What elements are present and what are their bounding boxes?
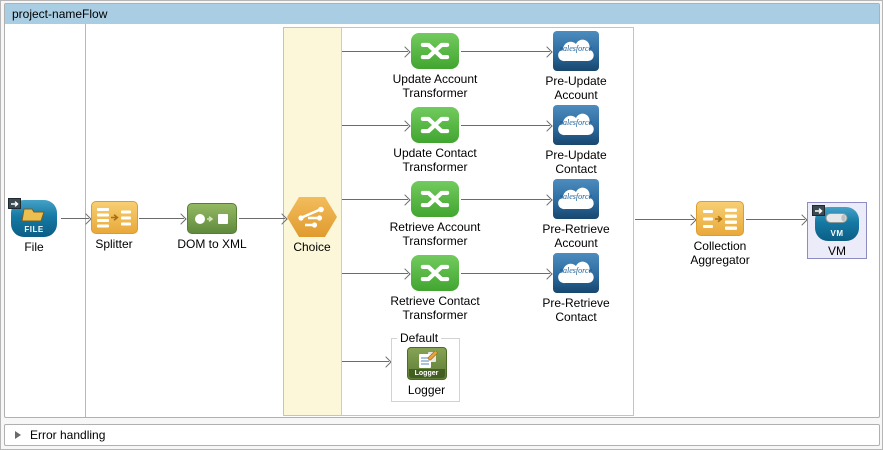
flow-arrow	[239, 218, 285, 219]
node-salesforce-3[interactable]: salesforce Pre-Retrieve Account	[531, 179, 621, 250]
salesforce-icon-text: salesforce	[559, 118, 593, 127]
cloud-glyph	[558, 187, 594, 210]
flow-arrow	[746, 219, 805, 220]
transformer-icon[interactable]	[411, 33, 459, 69]
salesforce-icon[interactable]: salesforce	[553, 253, 599, 293]
arrow-glyph	[10, 200, 19, 207]
cloud-glyph	[558, 261, 594, 284]
flow-arrow	[461, 273, 550, 274]
node-label: File	[24, 240, 44, 254]
node-salesforce-4[interactable]: salesforce Pre-Retrieve Contact	[531, 253, 621, 324]
node-label: Choice	[293, 240, 331, 254]
choice-icon[interactable]	[287, 197, 337, 237]
branch-arrow	[342, 51, 408, 52]
salesforce-icon[interactable]: salesforce	[553, 179, 599, 219]
vm-icon[interactable]: VM	[812, 205, 859, 241]
node-transformer-1[interactable]: Update Account Transformer	[375, 33, 495, 100]
flow-header[interactable]: project-nameFlow	[5, 4, 879, 24]
branch-arrow	[342, 273, 408, 274]
cloud-glyph	[558, 39, 594, 62]
salesforce-icon-text: salesforce	[559, 44, 593, 53]
salesforce-icon-text: salesforce	[559, 192, 593, 201]
flow-arrow	[139, 218, 184, 219]
error-handling-bar[interactable]: Error handling	[4, 424, 880, 446]
cloud-glyph	[558, 113, 594, 136]
salesforce-icon-text: salesforce	[559, 266, 593, 275]
error-handling-label: Error handling	[30, 428, 106, 442]
shuffle-glyph	[420, 190, 450, 208]
salesforce-icon[interactable]: salesforce	[553, 31, 599, 71]
logger-icon[interactable]: Logger	[406, 347, 447, 380]
default-branch-box[interactable]: Default Logger Logger	[391, 331, 460, 402]
node-label: DOM to XML	[177, 237, 247, 251]
flow-arrow	[461, 125, 550, 126]
expander-triangle-icon[interactable]	[15, 431, 21, 439]
transformer-icon[interactable]	[411, 181, 459, 217]
transformer-icon[interactable]	[411, 255, 459, 291]
file-icon[interactable]: FILE	[8, 198, 57, 237]
node-transformer-4[interactable]: Retrieve Contact Transformer	[375, 255, 495, 322]
flow-arrow	[461, 199, 550, 200]
default-branch-label: Default	[397, 331, 442, 345]
node-label: Logger	[407, 383, 446, 397]
flow-title: project-nameFlow	[12, 7, 108, 21]
node-label: Retrieve Account Transformer	[389, 220, 481, 248]
flow-arrow	[461, 51, 550, 52]
flow-start-badge-icon	[8, 198, 21, 209]
dom-to-xml-icon[interactable]	[187, 203, 237, 234]
node-label: Update Account Transformer	[392, 72, 478, 100]
branch-arrow	[342, 361, 389, 362]
choice-glyph	[298, 206, 324, 228]
flow-arrow	[61, 218, 89, 219]
node-transformer-3[interactable]: Retrieve Account Transformer	[375, 181, 495, 248]
splitter-icon[interactable]	[90, 201, 138, 234]
arrow-glyph	[814, 207, 823, 214]
node-dom-to-xml[interactable]: DOM to XML	[162, 203, 262, 251]
logger-icon-text: Logger	[408, 369, 445, 378]
node-file[interactable]: FILE File	[1, 198, 67, 254]
folder-glyph	[21, 208, 45, 222]
vm-icon-text: VM	[830, 229, 844, 238]
cylinder-glyph	[825, 213, 848, 223]
node-label: Pre-Retrieve Contact	[542, 296, 610, 324]
node-vm-selected[interactable]: VM VM	[807, 202, 867, 259]
node-splitter[interactable]: Splitter	[79, 201, 149, 251]
salesforce-icon[interactable]: salesforce	[553, 105, 599, 145]
node-label: Collection Aggregator	[690, 239, 750, 267]
node-label: Splitter	[95, 237, 133, 251]
node-choice[interactable]: Choice	[277, 197, 347, 254]
node-collection-aggregator[interactable]: Collection Aggregator	[680, 201, 760, 267]
node-label: Retrieve Contact Transformer	[390, 294, 480, 322]
aggregator-glyph	[703, 208, 737, 230]
transformer-icon[interactable]	[411, 107, 459, 143]
node-transformer-2[interactable]: Update Contact Transformer	[375, 107, 495, 174]
branch-arrow	[342, 199, 408, 200]
transform-glyph	[195, 213, 228, 224]
splitter-glyph	[97, 207, 131, 227]
shuffle-glyph	[420, 42, 450, 60]
collection-aggregator-icon[interactable]	[696, 201, 744, 236]
shuffle-glyph	[420, 116, 450, 134]
node-logger[interactable]: Logger Logger	[406, 347, 447, 397]
flow-endpoint-badge-icon	[812, 205, 825, 216]
file-icon-text: FILE	[24, 225, 44, 234]
node-label: VM	[828, 244, 846, 258]
node-label: Pre-Retrieve Account	[542, 222, 610, 250]
shuffle-glyph	[420, 264, 450, 282]
node-label: Update Contact Transformer	[393, 146, 477, 174]
node-salesforce-1[interactable]: salesforce Pre-Update Account	[531, 31, 621, 102]
branch-arrow	[342, 125, 408, 126]
log-document-glyph	[418, 350, 438, 368]
flow-arrow	[635, 219, 694, 220]
node-salesforce-2[interactable]: salesforce Pre-Update Contact	[531, 105, 621, 176]
node-label: Pre-Update Account	[545, 74, 607, 102]
node-label: Pre-Update Contact	[545, 148, 607, 176]
